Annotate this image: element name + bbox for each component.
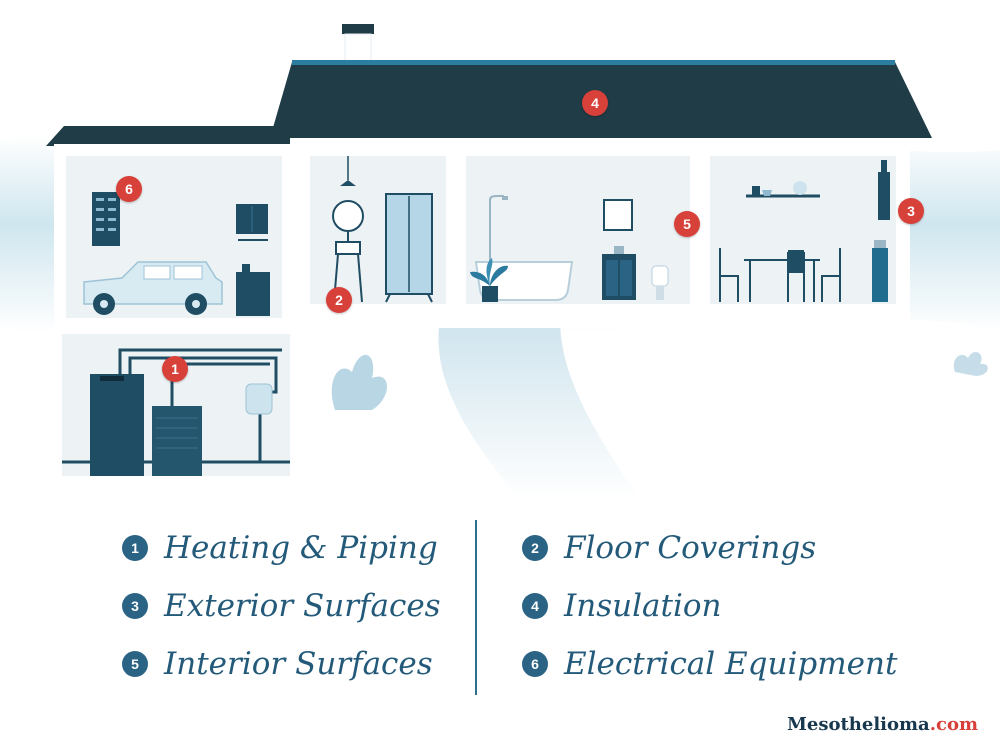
legend-number: 1: [122, 535, 148, 561]
legend-number: 3: [122, 593, 148, 619]
legend-item-heating-piping: 1 Heating & Piping: [122, 528, 438, 568]
bathroom-mirror: [603, 199, 633, 231]
brand-logo[interactable]: Mesothelioma.com: [787, 714, 978, 735]
expansion-tank: [245, 383, 273, 415]
legend-number: 2: [522, 535, 548, 561]
marker-heating-piping[interactable]: 1: [162, 356, 188, 382]
marker-electrical-equipment[interactable]: 6: [116, 176, 142, 202]
side-table: [335, 241, 361, 255]
dining-table: [744, 259, 820, 302]
legend-item-electrical-equipment: 6 Electrical Equipment: [522, 644, 897, 684]
legend-divider: [475, 520, 477, 695]
car: [83, 261, 223, 315]
legend-label: Heating & Piping: [164, 530, 438, 566]
legend-number: 5: [122, 651, 148, 677]
bedroom-room: [310, 156, 446, 304]
garage-room: [66, 156, 282, 318]
chimney: [344, 33, 372, 63]
water-heater: [152, 406, 202, 476]
legend-label: Exterior Surfaces: [164, 588, 441, 624]
bathroom-room: [466, 156, 690, 304]
fridge: [872, 248, 888, 302]
brand-name: Mesothelioma: [786, 714, 930, 735]
furnace: [90, 374, 144, 476]
legend-item-exterior-surfaces: 3 Exterior Surfaces: [122, 586, 441, 626]
mirror: [332, 200, 364, 232]
legend-label: Floor Coverings: [564, 530, 817, 566]
bush-left: [331, 354, 387, 410]
toilet: [651, 265, 669, 287]
chimney-cap: [342, 24, 374, 34]
brand-suffix: .com: [929, 714, 978, 735]
marker-insulation[interactable]: 4: [582, 90, 608, 116]
marker-floor-coverings[interactable]: 2: [326, 287, 352, 313]
legend: 1 Heating & Piping 3 Exterior Surfaces 5…: [0, 520, 1000, 700]
legend-item-interior-surfaces: 5 Interior Surfaces: [122, 644, 433, 684]
cabinet-tall: [878, 172, 890, 220]
marker-exterior-surfaces[interactable]: 3: [898, 198, 924, 224]
house-illustration: 1 2 3 4 5 6: [0, 24, 1000, 500]
legend-item-floor-coverings: 2 Floor Coverings: [522, 528, 816, 568]
legend-number: 6: [522, 651, 548, 677]
plant: [470, 258, 508, 302]
base-cabinet: [236, 272, 270, 316]
dining-room: [710, 156, 896, 304]
legend-item-insulation: 4 Insulation: [522, 586, 721, 626]
bush-right: [953, 351, 988, 376]
house-svg: [0, 24, 1000, 500]
legend-label: Interior Surfaces: [164, 646, 433, 682]
legend-label: Insulation: [564, 588, 722, 624]
legend-label: Electrical Equipment: [564, 646, 898, 682]
legend-number: 4: [522, 593, 548, 619]
garage-roof: [46, 126, 290, 146]
marker-interior-surfaces[interactable]: 5: [674, 211, 700, 237]
